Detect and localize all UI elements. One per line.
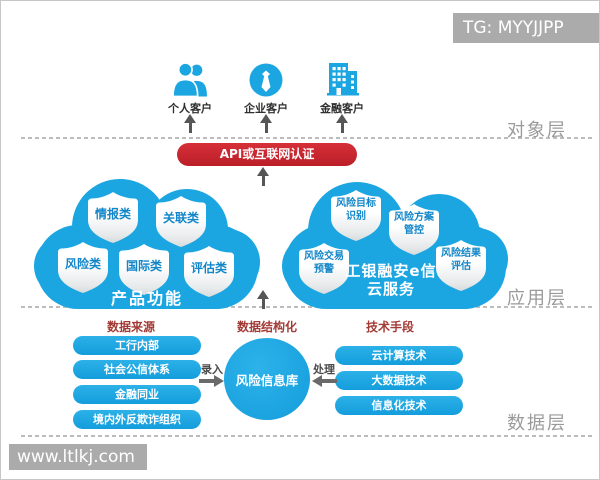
process-label: 处理 — [313, 363, 335, 376]
telegram-watermark: TG: MYYJJPP — [453, 13, 599, 43]
shield-badge-intelligence: 情报类 — [88, 191, 138, 243]
shield-badge-association: 关联类 — [156, 195, 206, 247]
api-auth-banner: API或互联网认证 — [177, 143, 357, 166]
tech-pill-cloud-computing: 云计算技术 — [335, 346, 463, 365]
shield-badge-evaluation: 评估类 — [184, 245, 234, 297]
enterprise-customer-label: 企业客户 — [244, 102, 288, 115]
layer-divider-object — [21, 137, 593, 139]
up-arrow-icon — [260, 114, 273, 134]
data-source-header: 数据来源 — [106, 320, 155, 334]
left-arrow-icon — [311, 375, 337, 387]
tech-pill-big-data: 大数据技术 — [335, 371, 463, 390]
risk-info-database-circle: 风险信息库 — [224, 338, 310, 420]
shield-badge-risk-result-evaluation: 风险结果 评估 — [436, 239, 486, 291]
input-label: 录入 — [201, 363, 223, 376]
enterprise-customer: 企业客户 — [230, 59, 302, 116]
application-layer-label: 应用层 — [507, 288, 567, 309]
shield-badge-risk: 风险类 — [58, 241, 108, 293]
building-icon — [306, 59, 378, 97]
ecloud-service-title: 工银融安e信 云服务 — [345, 262, 437, 298]
layer-divider-application — [21, 306, 593, 308]
object-layer-label: 对象层 — [507, 120, 567, 141]
layer-divider-data — [21, 435, 593, 437]
shield-badge-risk-plan-control: 风险方案 管控 — [389, 203, 439, 255]
shield-badge-risk-transaction-warning: 风险交易 预警 — [299, 242, 349, 294]
source-pill-icbc-internal: 工行内部 — [73, 336, 201, 355]
users-icon — [154, 59, 226, 97]
data-layer-label: 数据层 — [507, 413, 567, 434]
product-functions-cloud: 情报类 关联类 风险类 国际类 评估类 产品功能 — [34, 179, 260, 309]
financial-customer-label: 金融客户 — [320, 102, 364, 115]
financial-customer: 金融客户 — [306, 59, 378, 116]
right-arrow-icon — [199, 375, 225, 387]
up-arrow-icon — [257, 290, 270, 310]
source-pill-antifraud-orgs: 境内外反欺诈组织 — [73, 410, 201, 429]
personal-customer: 个人客户 — [154, 59, 226, 116]
up-arrow-icon — [336, 114, 349, 134]
shield-badge-risk-target-identification: 风险目标 识别 — [331, 189, 381, 241]
tech-means-header: 技术手段 — [365, 320, 414, 334]
source-pill-financial-peers: 金融同业 — [73, 385, 201, 404]
data-structuring-header: 数据结构化 — [236, 320, 297, 334]
source-pill-social-credit: 社会公信体系 — [73, 360, 201, 379]
up-arrow-icon — [184, 114, 197, 134]
up-arrow-icon — [257, 167, 270, 187]
website-watermark: www.ltlkj.com — [9, 444, 147, 470]
product-functions-title: 产品功能 — [110, 289, 183, 308]
personal-customer-label: 个人客户 — [168, 102, 212, 115]
ecloud-service-cloud: 风险目标 识别 风险方案 管控 风险交易 预警 风险结果 评估 工银融安e信 云… — [282, 182, 508, 309]
tech-pill-informatization: 信息化技术 — [335, 396, 463, 415]
tie-badge-icon — [230, 59, 302, 97]
shield-badge-international: 国际类 — [119, 243, 169, 295]
